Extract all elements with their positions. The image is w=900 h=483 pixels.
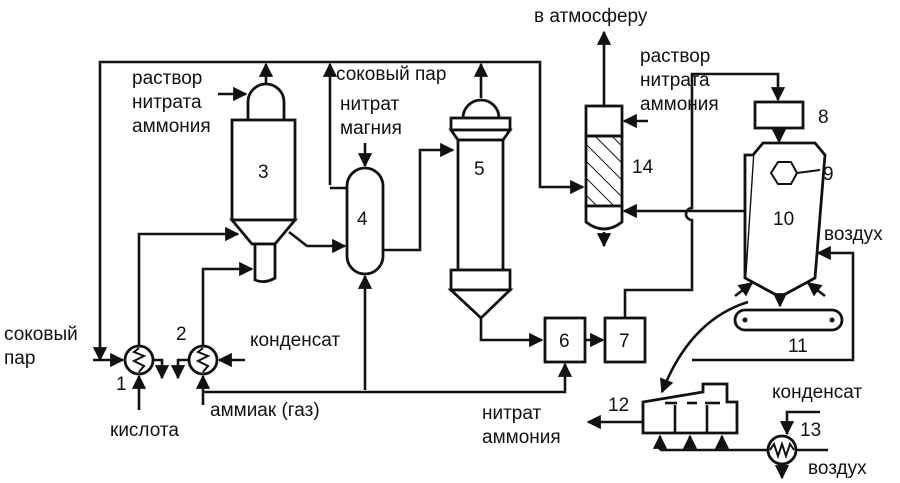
label-atmosphere: в атмосферу: [534, 6, 648, 27]
label-solution-3-line1: раствор: [132, 68, 202, 89]
label-magnesium-line1: нитрат: [340, 94, 400, 115]
equipment-12-cooler: [641, 382, 739, 435]
arrow-air-under-right: [806, 281, 826, 298]
equipment-number-4: 4: [357, 209, 368, 230]
flow-air-to-10: [692, 245, 855, 362]
label-product-line2: аммония: [482, 427, 561, 448]
flow-3-to-4: [288, 230, 347, 254]
label-air-bottom: воздух: [808, 458, 867, 479]
equipment-3-neutralizer: [229, 82, 298, 283]
equipment-number-9: 9: [823, 164, 834, 185]
equipment-number-3: 3: [258, 162, 269, 183]
label-juice-steam-left-line2: пар: [4, 348, 35, 369]
flow-7-to-8: [623, 72, 786, 318]
label-juice-steam-left-line1: соковый: [4, 324, 78, 345]
flow-5-to-6: [479, 318, 544, 348]
equipment-number-2: 2: [176, 324, 187, 345]
equipment-13-air-heater: [766, 434, 798, 466]
equipment-number-6: 6: [559, 331, 570, 352]
equipment-number-8: 8: [818, 107, 829, 128]
equipment-4-separator: [345, 166, 385, 276]
arrow-air-under-left: [734, 281, 754, 298]
equipment-number-5: 5: [474, 159, 485, 180]
label-solution-3-line3: аммония: [132, 116, 211, 137]
equipment-9-sprayer: [769, 161, 799, 185]
leader-9: [796, 169, 821, 174]
equipment-11-conveyor: [733, 308, 844, 332]
label-solution-14-line2: нитрата: [640, 70, 710, 91]
equipment-number-14: 14: [632, 157, 654, 178]
equipment-5-evaporator: [447, 98, 514, 320]
flow-4-to-5: [383, 142, 455, 252]
equipment-number-1: 1: [116, 374, 127, 395]
label-magnesium-line2: магния: [340, 118, 402, 139]
flow-2-condensate-out: [170, 358, 189, 380]
label-solution-3-line2: нитрата: [132, 92, 202, 113]
label-ammonia-gas: аммиак (газ): [210, 400, 320, 421]
equipment-6-box: [543, 316, 587, 364]
equipment-number-10: 10: [773, 209, 794, 230]
label-condensate-right: конденсат: [772, 382, 862, 403]
equipment-2-heat-exchanger: [187, 344, 219, 376]
equipment-number-13: 13: [800, 420, 821, 441]
equipment-number-12: 12: [608, 395, 629, 416]
flow-1-condensate-out: [153, 358, 170, 380]
equipment-7-box: [603, 316, 647, 364]
label-juice-steam-top: соковый пар: [336, 64, 446, 85]
steam-header-line: [98, 60, 585, 360]
label-acid: кислота: [110, 420, 179, 441]
equipment-8-box: [753, 100, 805, 130]
flow-ammonia-to-6: [203, 362, 573, 394]
equipment-14-scrubber: [584, 104, 624, 231]
label-condensate-left: конденсат: [250, 330, 340, 351]
equipment-number-11: 11: [788, 336, 808, 357]
label-solution-14-line3: аммония: [640, 94, 719, 115]
flow-condensate-to-13: [779, 410, 820, 436]
equipment-1-heat-exchanger: [123, 344, 155, 376]
equipment-10-prilling-tower: [743, 141, 827, 299]
label-product-line1: нитрат: [482, 403, 542, 424]
flow-1-to-3: [137, 226, 240, 346]
label-air-right: воздух: [824, 224, 883, 245]
label-solution-14-line1: раствор: [640, 46, 710, 67]
flow-2-to-3: [201, 261, 254, 346]
equipment-number-7: 7: [619, 331, 630, 352]
flow-11-to-12: [660, 300, 749, 394]
